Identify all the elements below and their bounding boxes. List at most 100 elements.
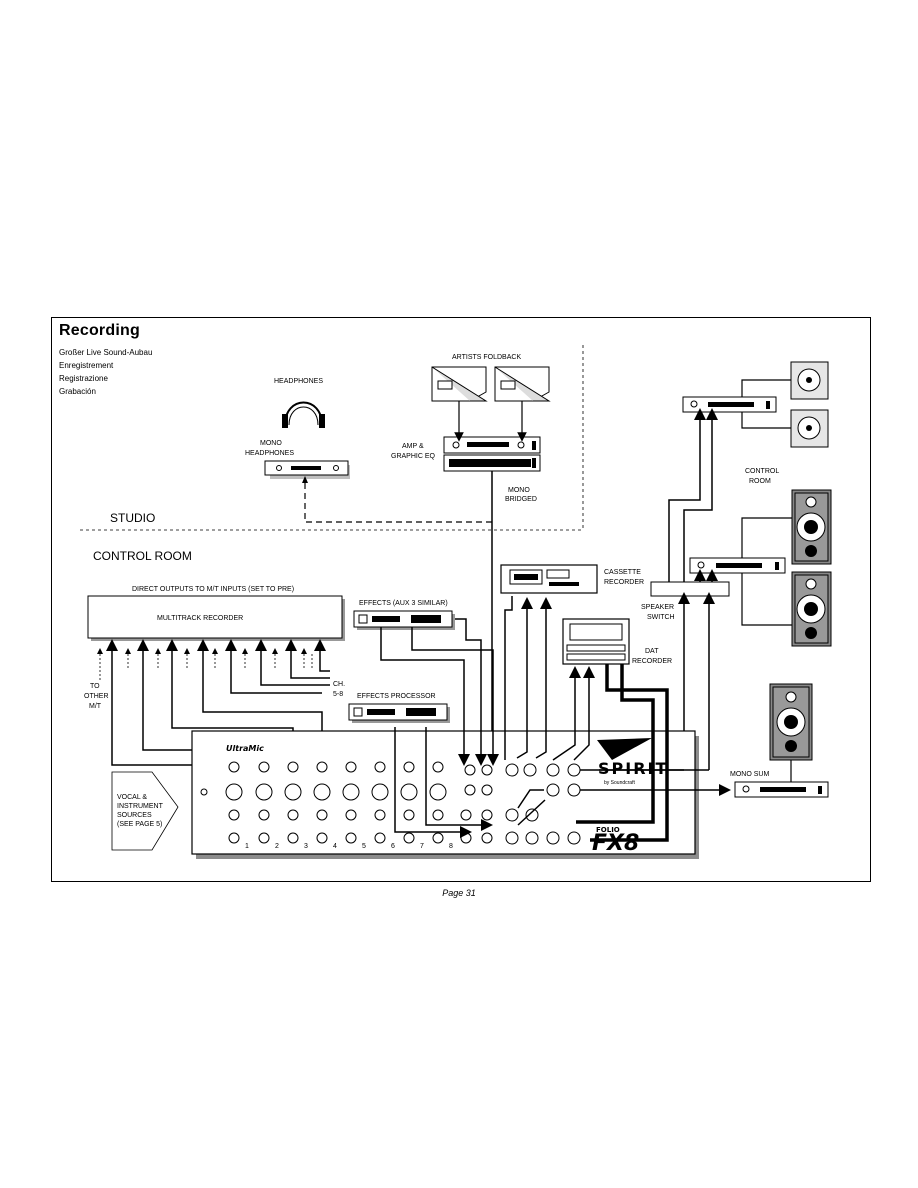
amp-eq-label-2: GRAPHIC EQ <box>391 453 436 460</box>
vocal-label-2: INSTRUMENT <box>117 803 164 810</box>
sources-arrow <box>111 771 179 851</box>
monitor-amp <box>682 396 777 413</box>
channel-8 <box>429 761 447 844</box>
headphone-right-cup <box>319 414 325 428</box>
amp-eq-label-1: AMP & <box>402 443 424 450</box>
mono-sum-speaker <box>769 683 813 761</box>
vocal-label-3: SOURCES <box>117 812 152 819</box>
spirit-emblem <box>597 738 652 760</box>
foldback-links <box>454 401 527 442</box>
headphone-amp <box>264 460 350 479</box>
vocal-label-4: (SEE PAGE 5) <box>117 821 162 828</box>
headphone-feed-arrow <box>302 476 308 483</box>
headphone-left-cup <box>282 414 288 428</box>
channel-number-7: 7 <box>420 843 424 850</box>
speaker-top-2 <box>790 409 829 448</box>
subtitle-german: Großer Live Sound-Aubau <box>59 348 153 357</box>
cassette-label-1: CASSETTE <box>604 569 641 576</box>
direct-outputs-label: DIRECT OUTPUTS TO M/T INPUTS (SET TO PRE… <box>132 586 294 593</box>
folio-logo: FOLIO <box>596 826 620 834</box>
vocal-label-1: VOCAL & <box>117 794 147 801</box>
mono-bridged-label-1: MONO <box>508 487 530 494</box>
dat-recorder <box>562 618 630 665</box>
multitrack-label: MULTITRACK RECORDER <box>157 615 243 622</box>
ch-label-2: 5-8 <box>333 691 343 698</box>
subtitle-french: Enregistrement <box>59 361 114 370</box>
fx8-logo: FX8 <box>592 831 639 856</box>
channel-number-labels: 1 2 3 4 5 6 7 8 <box>245 843 453 850</box>
graphic-eq <box>443 454 541 472</box>
artists-foldback-label: ARTISTS FOLDBACK <box>452 354 521 361</box>
channel-number-2: 2 <box>275 843 279 850</box>
amplifier <box>443 436 541 454</box>
channel-5 <box>342 761 360 844</box>
to-other-label-3: M/T <box>89 703 102 710</box>
speaker-switch-label-2: SWITCH <box>647 614 675 621</box>
effects-aux-label: EFFECTS (AUX 3 SIMILAR) <box>359 600 448 607</box>
control-room-label-2: ROOM <box>749 478 771 485</box>
subtitle-italian: Registrazione <box>59 374 108 383</box>
channel-number-6: 6 <box>391 843 395 850</box>
channel-number-4: 4 <box>333 843 337 850</box>
to-other-label-2: OTHER <box>84 693 109 700</box>
multitrack-dash-arrows <box>97 648 307 654</box>
channel-6 <box>371 761 389 844</box>
mono-headphones-label-2: HEADPHONES <box>245 450 294 457</box>
channel-2 <box>255 761 273 844</box>
headphone-feed <box>304 478 492 523</box>
speaker-switch-label-1: SPEAKER <box>641 604 674 611</box>
dat-label-1: DAT <box>645 648 659 655</box>
channel-3 <box>284 761 302 844</box>
speaker-large-1 <box>791 489 832 565</box>
speaker-switch <box>650 581 730 597</box>
cassette-label-2: RECORDER <box>604 579 644 586</box>
speaker-large-2 <box>791 571 832 647</box>
channel-number-1: 1 <box>245 843 249 850</box>
dat-connections <box>552 666 595 761</box>
headphones-icon <box>284 401 323 426</box>
mono-headphones-label-1: MONO <box>260 440 282 447</box>
control-amp <box>689 557 786 574</box>
headphones-label: HEADPHONES <box>274 378 323 385</box>
channel-1 <box>225 761 243 844</box>
spirit-logo: SPIRIT <box>598 759 668 778</box>
channel-number-8: 8 <box>449 843 453 850</box>
diagram-frame <box>51 317 871 882</box>
studio-divider <box>80 345 584 531</box>
dat-input-thick-line-2 <box>576 664 655 824</box>
subtitle-spanish: Grabación <box>59 387 96 396</box>
speaker-top-1 <box>790 361 829 400</box>
ch-label-1: CH. <box>333 681 345 688</box>
channel-number-5: 5 <box>362 843 366 850</box>
dat-input-thick-line <box>590 664 669 842</box>
to-other-label-1: TO <box>90 683 100 690</box>
foldback-wedge-left <box>431 366 488 402</box>
effects-processor <box>348 703 450 723</box>
control-amp-links <box>741 517 792 626</box>
mono-sum-amp <box>734 781 829 798</box>
channel-4 <box>313 761 331 844</box>
ultramic-logo: UltraMic <box>226 744 264 753</box>
mono-sum-label: MONO SUM <box>730 771 769 778</box>
cassette-recorder <box>500 564 598 594</box>
cassette-connections <box>504 596 552 760</box>
mixer-output-connections <box>517 769 731 826</box>
effects-unit <box>353 610 455 630</box>
effects-processor-label: EFFECTS PROCESSOR <box>357 693 436 700</box>
mixer-channels <box>225 761 581 845</box>
page-number: Page 31 <box>442 888 476 898</box>
mono-bridged-label-2: BRIDGED <box>505 496 537 503</box>
studio-label: STUDIO <box>110 511 155 525</box>
foldback-wedge-right <box>494 366 551 402</box>
dat-label-2: RECORDER <box>632 658 672 665</box>
effects-connections <box>380 618 499 838</box>
channel-7 <box>400 761 418 844</box>
soundcraft-logo: by Soundcraft <box>604 780 635 786</box>
control-room-label-1: CONTROL <box>745 468 779 475</box>
control-room-area-label: CONTROL ROOM <box>93 549 192 563</box>
channel-number-3: 3 <box>304 843 308 850</box>
multitrack-recorder <box>87 595 345 641</box>
monitor-amp-links <box>741 379 791 429</box>
multitrack-return-lines <box>99 652 313 680</box>
